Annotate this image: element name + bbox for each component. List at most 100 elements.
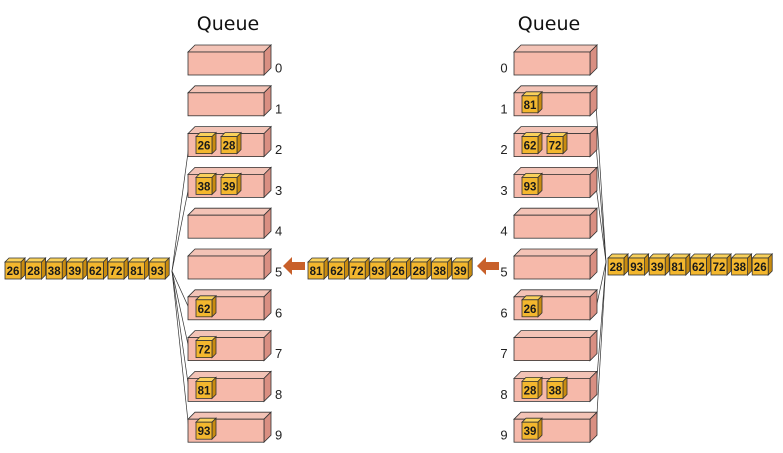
cell-value: 72 — [549, 141, 562, 153]
sequence-cell: 28 — [410, 257, 432, 280]
right-slot-6: 26 — [513, 288, 598, 321]
cell-value: 26 — [392, 266, 405, 278]
right-slot-0 — [513, 44, 598, 76]
slot-item: 28 — [521, 376, 543, 400]
cell-value: 38 — [733, 262, 746, 274]
cell-value: 81 — [130, 266, 143, 278]
cell-value: 28 — [413, 266, 426, 278]
sequence-cell: 28 — [607, 253, 629, 276]
cell-value: 28 — [27, 266, 40, 278]
left-slot-index: 8 — [275, 387, 282, 402]
cell-value: 62 — [89, 266, 102, 278]
right-connector — [595, 261, 607, 390]
slot-item: 28 — [220, 131, 242, 155]
cell-value: 81 — [310, 266, 323, 278]
slot-item: 62 — [521, 131, 543, 155]
connector-lines — [171, 104, 607, 431]
left-slot-index: 6 — [275, 305, 282, 320]
cell-value: 26 — [198, 141, 211, 153]
cell-value: 72 — [198, 345, 211, 357]
left-connector — [171, 145, 190, 272]
sequence-cell: 81 — [127, 257, 150, 280]
flow-arrow-left — [283, 257, 305, 275]
right-queue-title: Queue — [518, 13, 580, 35]
cell-value: 81 — [524, 100, 537, 112]
right-slot-index: 5 — [500, 265, 507, 280]
sequence-cell: 62 — [86, 257, 109, 280]
cell-value: 72 — [351, 266, 364, 278]
left-slot-index: 4 — [275, 224, 282, 239]
right-slot-8: 28 38 — [513, 370, 598, 403]
sequence-cell: 62 — [327, 257, 350, 280]
sequence-cell: 93 — [368, 257, 391, 280]
slot-item: 62 — [195, 294, 217, 318]
cell-value: 62 — [524, 141, 537, 153]
cell-value: 39 — [454, 266, 467, 278]
slot-item: 72 — [546, 131, 568, 155]
cell-value: 81 — [671, 262, 684, 274]
right-slot-index: 3 — [500, 183, 507, 198]
sequence-cell: 72 — [107, 257, 129, 280]
cell-value: 38 — [549, 385, 562, 397]
left-slot-index: 3 — [275, 183, 282, 198]
sequence-cell: 39 — [451, 257, 474, 280]
right-slot-3: 93 — [513, 166, 598, 199]
left-queue-title: Queue — [197, 13, 259, 35]
sequence-cell: 39 — [65, 257, 88, 280]
right-slot-index: 7 — [500, 346, 507, 361]
cell-value: 28 — [524, 385, 537, 397]
left-slot-index: 0 — [275, 61, 282, 76]
right-connector — [595, 261, 607, 431]
cell-value: 93 — [630, 262, 643, 274]
right-slot-9: 39 — [513, 411, 598, 444]
right-slot-index: 8 — [500, 387, 507, 402]
sequence-cell: 26 — [751, 253, 774, 276]
slot-item: 39 — [220, 172, 242, 196]
cell-value: 72 — [713, 262, 726, 274]
cell-value: 62 — [198, 304, 211, 316]
slot-item: 93 — [521, 172, 543, 196]
right-connector — [595, 261, 607, 309]
cell-value: 38 — [48, 266, 61, 278]
cell-value: 81 — [198, 385, 211, 397]
left-slot-9: 93 — [187, 411, 272, 444]
right-connector — [595, 145, 607, 263]
slot-item: 39 — [521, 417, 543, 441]
sequence-cell: 72 — [348, 257, 371, 280]
sequence-cell: 62 — [689, 253, 712, 276]
sequence-cell: 26 — [389, 257, 412, 280]
right-slot-1: 81 — [513, 84, 598, 117]
slot-item: 26 — [195, 131, 217, 155]
right-connector — [595, 185, 607, 263]
sequence-cell: 93 — [148, 257, 171, 280]
left-slot-2: 26 28 — [187, 125, 272, 158]
left-connector — [171, 270, 190, 350]
slot-item: 72 — [195, 335, 217, 359]
cell-value: 28 — [223, 141, 236, 153]
cell-value: 38 — [198, 181, 211, 193]
left-slot-index: 7 — [275, 346, 282, 361]
cell-value: 26 — [754, 262, 767, 274]
slot-item: 81 — [521, 90, 543, 114]
left-slot-3: 38 39 — [187, 166, 272, 199]
left-slot-4 — [187, 207, 272, 240]
cell-value: 38 — [433, 266, 446, 278]
cell-value: 93 — [371, 266, 384, 278]
slot-item: 38 — [195, 172, 217, 196]
slot-item: 38 — [546, 376, 568, 400]
right-slot-5 — [513, 248, 598, 280]
sequence-cell: 81 — [307, 257, 329, 280]
right-slot-index: 2 — [500, 142, 507, 157]
cell-value: 26 — [524, 304, 537, 316]
sequence-cell: 28 — [24, 257, 47, 280]
sequence-cell: 39 — [648, 253, 671, 276]
right-slot-index: 1 — [500, 101, 507, 116]
cell-value: 62 — [692, 262, 705, 274]
sequence-cell: 81 — [668, 253, 691, 276]
left-connector — [171, 270, 190, 309]
cell-value: 93 — [151, 266, 164, 278]
